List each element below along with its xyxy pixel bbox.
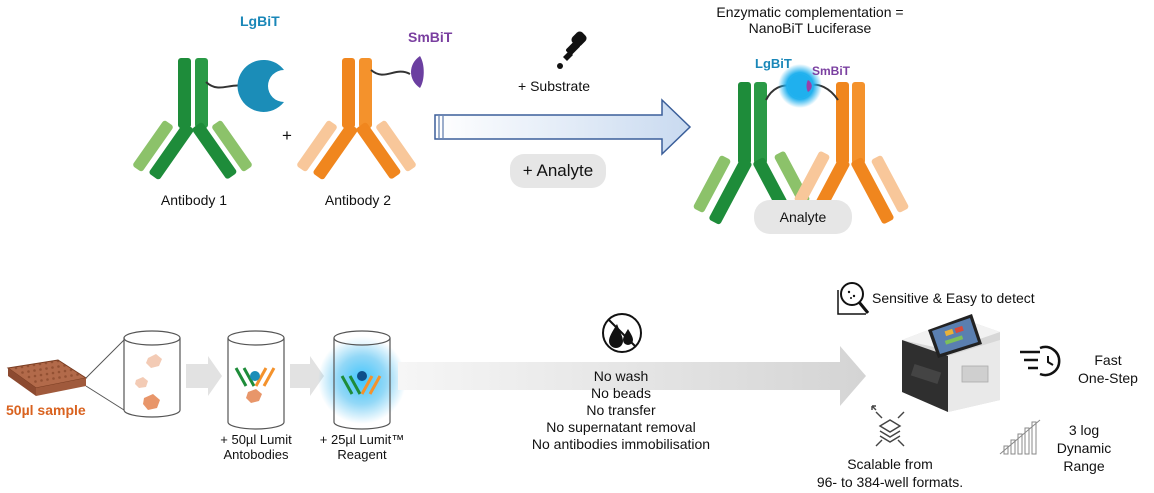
well-dot: [40, 379, 43, 382]
well-dot: [34, 380, 37, 383]
magnifier-icon: [837, 282, 870, 315]
well-dot: [27, 375, 31, 379]
well-dot: [50, 360, 54, 364]
plus-sign: +: [282, 126, 292, 145]
smbit-label: SmBiT: [408, 29, 453, 45]
zoom-line-top: [85, 339, 125, 379]
step2-line1: + 50µl Lumit: [220, 432, 292, 447]
step-arrow-2: [290, 356, 324, 396]
process-arrow: [398, 346, 866, 406]
dropper-icon: [557, 31, 587, 69]
fast-line1: Fast: [1094, 352, 1122, 368]
complex-analyte-pill: Analyte: [754, 200, 852, 234]
benefit-item: No wash: [593, 368, 649, 384]
well-dot: [56, 359, 60, 363]
well-dot: [76, 373, 79, 376]
lgbit-protein-icon: [237, 59, 284, 112]
antibody-2-label: Antibody 2: [324, 192, 392, 208]
lgbit-label: LgBiT: [240, 13, 280, 29]
scalable-layers-icon: [871, 405, 905, 447]
well-dot: [39, 368, 42, 371]
well-dot: [63, 364, 66, 367]
antibody-tube-icon: [227, 330, 285, 430]
benefit-item: No antibodies immobilisation: [531, 436, 711, 452]
step2-label: + 50µl Lumit Antobodies: [196, 432, 316, 462]
fast-line2: One-Step: [1078, 370, 1138, 386]
range-line2: Dynamic: [1056, 440, 1112, 456]
antibody-1-label: Antibody 1: [160, 192, 228, 208]
antibody-1-icon: [133, 58, 252, 180]
well-dot: [57, 365, 60, 368]
well-dot: [64, 375, 67, 378]
no-wash-icon: [602, 313, 642, 353]
sensitive-label: Sensitive & Easy to detect: [872, 290, 1035, 306]
well-dot: [45, 372, 49, 376]
scalable-line2: 96- to 384-well formats.: [816, 474, 964, 490]
step3-line1: + 25µl Lumit™: [319, 432, 405, 447]
fast-timer-icon: [1020, 345, 1061, 377]
step2-line2: Antobodies: [223, 447, 289, 462]
sample-tube-icon: [123, 330, 181, 418]
step3-label: + 25µl Lumit™ Reagent: [302, 432, 422, 462]
complementation-subtitle: NanoBiT Luciferase: [748, 20, 872, 36]
analyte-pill: + Analyte: [510, 154, 606, 188]
well-dot: [20, 365, 24, 369]
benefit-item: No beads: [591, 385, 651, 401]
reaction-arrow: [434, 98, 692, 156]
plate-reader-icon: [902, 314, 1000, 412]
benefit-item: No transfer: [586, 402, 656, 418]
well-dot: [26, 364, 30, 368]
well-dot: [21, 371, 24, 374]
well-plate-icon: [6, 359, 88, 396]
complex-smbit-label: SmBiT: [812, 64, 851, 78]
well-dot: [51, 371, 55, 375]
well-dot: [70, 374, 73, 377]
scalable-line1: Scalable from: [847, 456, 933, 472]
smbit-peptide-icon: [411, 56, 424, 88]
well-dot: [32, 363, 36, 367]
dynamic-range-icon: [999, 419, 1041, 455]
well-dot: [45, 367, 48, 370]
well-dot: [39, 373, 43, 377]
well-dot: [14, 366, 18, 370]
antibody-2-icon: [297, 58, 416, 180]
complex-lgbit-label: LgBiT: [755, 56, 792, 71]
well-dot: [38, 362, 42, 366]
range-line3: Range: [1063, 458, 1105, 474]
well-dot: [46, 378, 49, 381]
well-dot: [69, 368, 73, 372]
complementation-title: Enzymatic complementation =: [716, 4, 904, 20]
substrate-label: + Substrate: [518, 78, 590, 94]
well-dot: [58, 376, 61, 379]
benefit-item: No supernatant removal: [546, 419, 696, 435]
range-label: 3 log Dynamic Range: [1044, 421, 1124, 475]
well-dot: [44, 361, 48, 365]
well-dot: [57, 370, 61, 374]
well-dot: [51, 366, 54, 369]
nanobit-luciferase-icon: [778, 64, 822, 108]
range-line1: 3 log: [1068, 422, 1100, 438]
sample-label: 50µl sample: [6, 402, 86, 418]
antibody-complex-icon: [693, 82, 909, 225]
reagent-tube-icon: [318, 330, 406, 430]
well-dot: [27, 370, 30, 373]
well-dot: [63, 369, 67, 373]
zoom-line-bottom: [85, 385, 125, 411]
well-dot: [52, 377, 55, 380]
well-dot: [33, 374, 37, 378]
well-dot: [33, 369, 36, 372]
step-arrow-1: [186, 356, 222, 396]
fast-label: Fast One-Step: [1072, 351, 1144, 387]
step3-line2: Reagent: [337, 447, 387, 462]
scalable-label: Scalable from 96- to 384-well formats.: [790, 455, 990, 491]
